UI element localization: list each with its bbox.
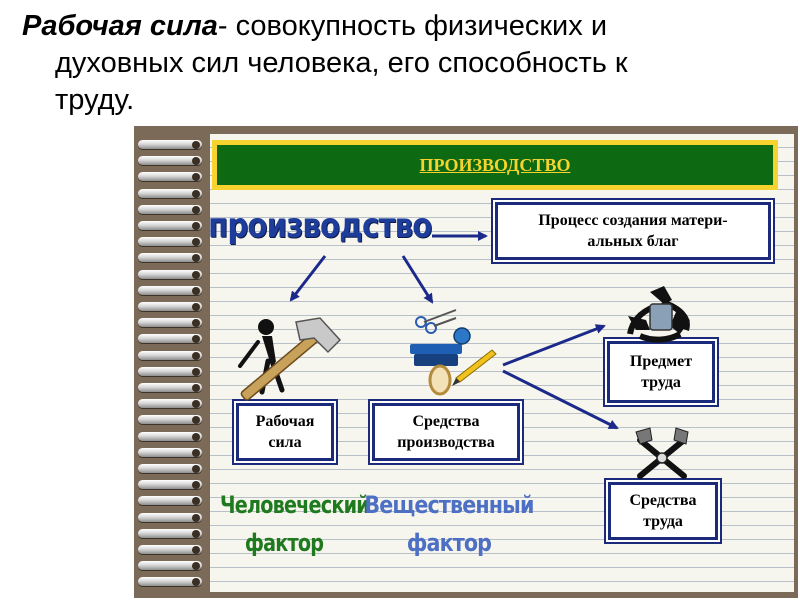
process-box-line-1: Процесс создания матери- xyxy=(538,212,728,229)
office-supplies-icon xyxy=(410,309,497,396)
spiral-hole xyxy=(192,222,200,230)
spiral-coil xyxy=(138,383,202,392)
notebook-spiral xyxy=(138,136,210,596)
recycle-icon xyxy=(627,286,690,343)
spiral-coil xyxy=(138,334,202,344)
spiral-coil xyxy=(138,561,202,571)
spiral-coil xyxy=(138,140,202,149)
definition-text-line-3: труду. xyxy=(55,84,135,116)
means-of-production-box-line-2: производства xyxy=(397,434,495,451)
spiral-hole xyxy=(192,335,200,344)
spiral-hole xyxy=(192,205,200,214)
spiral-coil xyxy=(138,415,202,425)
definition-text-line-1: - совокупность физических и xyxy=(217,10,608,42)
spiral-hole xyxy=(192,481,200,490)
spiral-coil xyxy=(138,512,202,522)
definition-text: Рабочая сила- совокупность физических и … xyxy=(22,8,792,119)
spiral-coil xyxy=(138,253,202,263)
spiral-hole xyxy=(192,157,200,166)
spiral-hole xyxy=(192,384,200,392)
spiral-coil xyxy=(138,318,202,328)
means-of-production-box: Средства производства xyxy=(372,403,520,461)
spiral-coil xyxy=(138,221,202,230)
process-box: Процесс создания матери- альных благ xyxy=(495,202,771,260)
production-banner-inner: ПРОИЗВОДСТВО xyxy=(217,145,773,185)
production-banner-title: ПРОИЗВОДСТВО xyxy=(419,154,571,175)
spiral-hole xyxy=(192,448,200,457)
spiral-coil xyxy=(138,431,202,441)
spiral-hole xyxy=(192,303,200,311)
spiral-coil xyxy=(138,447,202,457)
spiral-coil xyxy=(138,399,202,409)
human-factor-line-1: Человеческий xyxy=(220,491,370,519)
spiral-coil xyxy=(138,545,202,554)
spiral-coil xyxy=(138,237,202,247)
subject-of-labor-box-line-2: труда xyxy=(641,374,681,391)
arrow-to-means-of-production xyxy=(401,255,434,304)
human-factor-line-2: фактор xyxy=(244,529,324,557)
spiral-hole xyxy=(192,254,200,263)
spiral-hole xyxy=(192,465,200,473)
spiral-coil xyxy=(138,528,202,538)
material-factor-label: Вещественный фактор xyxy=(360,486,537,562)
spiral-hole xyxy=(192,367,200,376)
spiral-hole xyxy=(192,238,200,247)
spiral-coil xyxy=(138,464,202,473)
spiral-coil xyxy=(138,577,202,587)
spiral-coil xyxy=(138,172,202,182)
spiral-hole xyxy=(192,141,200,149)
means-of-production-box-line-1: Средства xyxy=(412,413,480,430)
spiral-hole xyxy=(192,189,200,198)
means-of-labor-box: Средства труда xyxy=(608,482,718,540)
labor-force-box-line-2: сила xyxy=(268,434,302,451)
spiral-coil xyxy=(138,285,202,295)
means-of-labor-box-line-2: труда xyxy=(643,513,683,530)
human-factor-label: Человеческий фактор xyxy=(220,486,370,562)
spiral-hole xyxy=(192,432,200,441)
spiral-hole xyxy=(192,173,200,182)
crossed-tools-icon xyxy=(635,427,689,479)
subject-of-labor-box: Предмет труда xyxy=(607,341,715,403)
definition-text-line-2: духовных сил человека, его способность к xyxy=(55,47,628,79)
spiral-hole xyxy=(192,513,200,522)
arrow-to-means-of-labor xyxy=(502,369,619,430)
spiral-coil xyxy=(138,366,202,376)
arrows xyxy=(289,231,619,430)
spiral-hole xyxy=(192,270,200,279)
process-box-line-2: альных благ xyxy=(587,233,679,250)
spiral-coil xyxy=(138,302,202,311)
spiral-coil xyxy=(138,188,202,198)
production-banner: ПРОИЗВОДСТВО xyxy=(212,140,778,190)
spiral-hole xyxy=(192,319,200,328)
spiral-coil xyxy=(138,496,202,506)
spiral-hole xyxy=(192,497,200,506)
definition-term: Рабочая сила xyxy=(22,10,218,42)
means-of-labor-box-line-1: Средства xyxy=(629,492,697,509)
arrow-to-subject-of-labor xyxy=(502,324,606,367)
spiral-coil xyxy=(138,480,202,490)
spiral-coil xyxy=(138,204,202,214)
spiral-hole xyxy=(192,578,200,587)
spiral-hole xyxy=(192,416,200,425)
spiral-hole xyxy=(192,351,200,360)
material-factor-line-2: фактор xyxy=(406,529,492,557)
spiral-hole xyxy=(192,286,200,295)
spiral-hole xyxy=(192,562,200,571)
spiral-coil xyxy=(138,350,202,360)
spiral-hole xyxy=(192,529,200,538)
subject-of-labor-box-line-1: Предмет xyxy=(629,353,693,370)
arrow-to-labor-force xyxy=(289,255,327,302)
production-main-word: производство xyxy=(208,206,432,246)
definition-line-1: Рабочая сила- совокупность физических и xyxy=(22,8,792,45)
spiral-coil xyxy=(138,269,202,279)
spiral-hole xyxy=(192,546,200,554)
labor-force-box-line-1: Рабочая xyxy=(255,413,315,430)
spiral-coil xyxy=(138,156,202,166)
material-factor-line-1: Вещественный xyxy=(364,491,534,519)
spiral-hole xyxy=(192,400,200,409)
worker-with-hammer-icon xyxy=(238,317,342,401)
labor-force-box: Рабочая сила xyxy=(236,403,334,461)
